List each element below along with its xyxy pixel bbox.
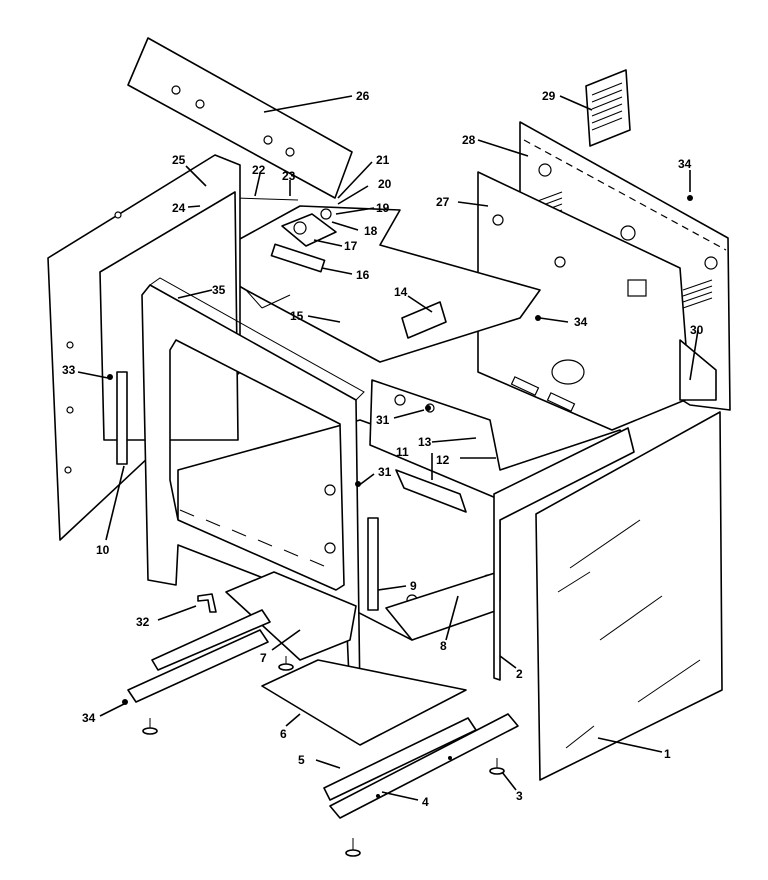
door-glass-panel	[535, 411, 723, 781]
top-heat-shield	[127, 37, 353, 199]
leveling-foot-1	[142, 718, 158, 735]
callout-27: 27	[436, 195, 450, 209]
callout-11: 11	[396, 445, 409, 459]
callout-10: 10	[96, 543, 110, 557]
callout-7: 7	[260, 651, 267, 665]
bottom-panel-7	[225, 571, 357, 661]
bracket-14	[401, 301, 447, 339]
callout-6: 6	[280, 727, 287, 741]
callout-34-mid: 34	[574, 315, 588, 329]
right-side-panel	[493, 427, 635, 681]
callout-34-bottom: 34	[82, 711, 96, 725]
callout-34-top: 34	[678, 157, 692, 171]
callout-24: 24	[172, 201, 186, 215]
callout-4: 4	[422, 795, 429, 809]
callout-28: 28	[462, 133, 476, 147]
callout-8: 8	[440, 639, 447, 653]
screw-33	[107, 374, 113, 380]
callout-23: 23	[282, 169, 296, 183]
callout-35: 35	[212, 283, 226, 297]
callout-20: 20	[378, 177, 392, 191]
callout-21: 21	[376, 153, 390, 167]
callout-29: 29	[542, 89, 556, 103]
callout-5: 5	[298, 753, 305, 767]
side-duct	[679, 339, 717, 401]
bottom-panel-6	[261, 659, 467, 746]
top-plate	[197, 205, 541, 363]
callout-1: 1	[664, 747, 671, 761]
callout-31-lower: 31	[378, 465, 392, 479]
callout-14: 14	[394, 285, 408, 299]
callout-22: 22	[252, 163, 266, 177]
leveling-foot-2	[278, 656, 294, 671]
leveling-foot-3	[489, 758, 505, 775]
screw-31-a	[425, 405, 431, 411]
callout-26: 26	[356, 89, 370, 103]
callout-13: 13	[418, 435, 432, 449]
leveling-foot-4	[345, 838, 361, 857]
rail-left-upper	[151, 609, 271, 671]
callout-31-upper: 31	[376, 413, 390, 427]
callout-2: 2	[516, 667, 523, 681]
gas-valve-assembly	[201, 196, 337, 273]
hinge-bracket-right	[367, 517, 379, 611]
callout-33: 33	[62, 363, 76, 377]
callout-9: 9	[410, 579, 417, 593]
callout-30: 30	[690, 323, 704, 337]
callout-12: 12	[436, 453, 450, 467]
screw-34-mid	[535, 315, 541, 321]
callout-3: 3	[516, 789, 523, 803]
screw-34-top	[687, 195, 693, 201]
vent-grille	[585, 69, 631, 147]
callout-15: 15	[290, 309, 304, 323]
callout-25: 25	[172, 153, 186, 167]
callout-17: 17	[344, 239, 358, 253]
callout-16: 16	[356, 268, 370, 282]
callout-19: 19	[376, 201, 390, 215]
callout-labels: 1 2 3 4 5 6 7 8 9 10 11 12 13 14 15 16 1…	[62, 89, 704, 809]
front-frame	[141, 277, 365, 701]
callout-32: 32	[136, 615, 150, 629]
callout-18: 18	[364, 224, 378, 238]
rail-left-lower	[127, 629, 269, 703]
oven-back-wall	[477, 171, 691, 431]
hinge-bracket-left	[116, 371, 128, 465]
part-32-bracket	[197, 593, 217, 613]
rail-4	[329, 713, 519, 819]
leader-lines	[77, 95, 699, 801]
